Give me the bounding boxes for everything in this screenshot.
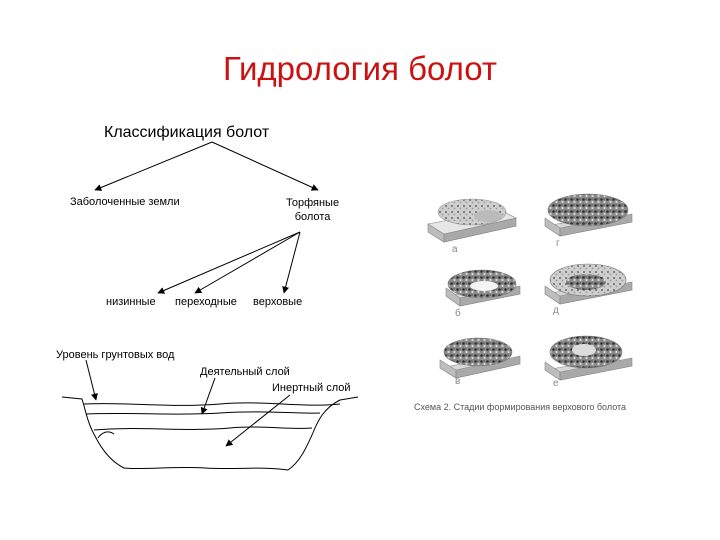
raised-type-label: верховые — [253, 296, 303, 308]
page-title: Гидрология болот — [222, 50, 498, 87]
stage-label-a: а — [452, 244, 458, 255]
active-layer-line — [85, 411, 321, 415]
active-layer-label: Деятельный слой — [200, 366, 290, 378]
stage-label-e: е — [553, 378, 559, 389]
arrow-active-layer — [200, 377, 216, 415]
bog-profile — [61, 396, 359, 471]
basin-outline — [61, 396, 359, 471]
arrow-to-raised — [282, 231, 301, 294]
arrow-to-transitional — [194, 231, 301, 294]
stage-label-d: д — [553, 305, 559, 316]
arrow-groundwater — [85, 359, 98, 401]
wetlands-label: Заболоченные земли — [70, 196, 180, 208]
peat-bogs-label-line2: болота — [294, 211, 331, 223]
groundwater-line — [83, 402, 341, 406]
stage-g-illustration — [544, 193, 633, 237]
arrow-to-peat — [211, 141, 319, 191]
stage-e-illustration — [544, 335, 633, 381]
lowland-type-label: низинные — [106, 296, 156, 308]
stage-label-g: г — [556, 238, 560, 249]
stage-v-illustration — [439, 337, 521, 379]
inner-bottom-line — [97, 431, 115, 439]
stage-label-v: в — [455, 376, 461, 387]
stage-label-b: б — [455, 308, 461, 319]
groundwater-level-label: Уровень грунтовых вод — [56, 349, 175, 361]
arrow-to-wetlands — [94, 141, 213, 191]
inert-layer-line — [93, 426, 313, 431]
arrow-to-lowland — [157, 231, 301, 294]
stages-caption: Схема 2. Стадии формирования верхового б… — [414, 402, 627, 412]
peat-bogs-label: Торфяные болота — [286, 196, 339, 224]
stage-b-illustration — [445, 269, 521, 307]
classification-root-label: Классификация болот — [104, 124, 270, 141]
peat-bogs-label-line1: Торфяные — [286, 197, 340, 209]
inert-layer-label: Инертный слой — [272, 382, 351, 394]
stage-a-illustration — [427, 198, 517, 243]
stage-d-illustration — [544, 263, 633, 305]
arrow-inert-layer — [225, 394, 291, 447]
transitional-type-label: переходные — [175, 296, 237, 308]
